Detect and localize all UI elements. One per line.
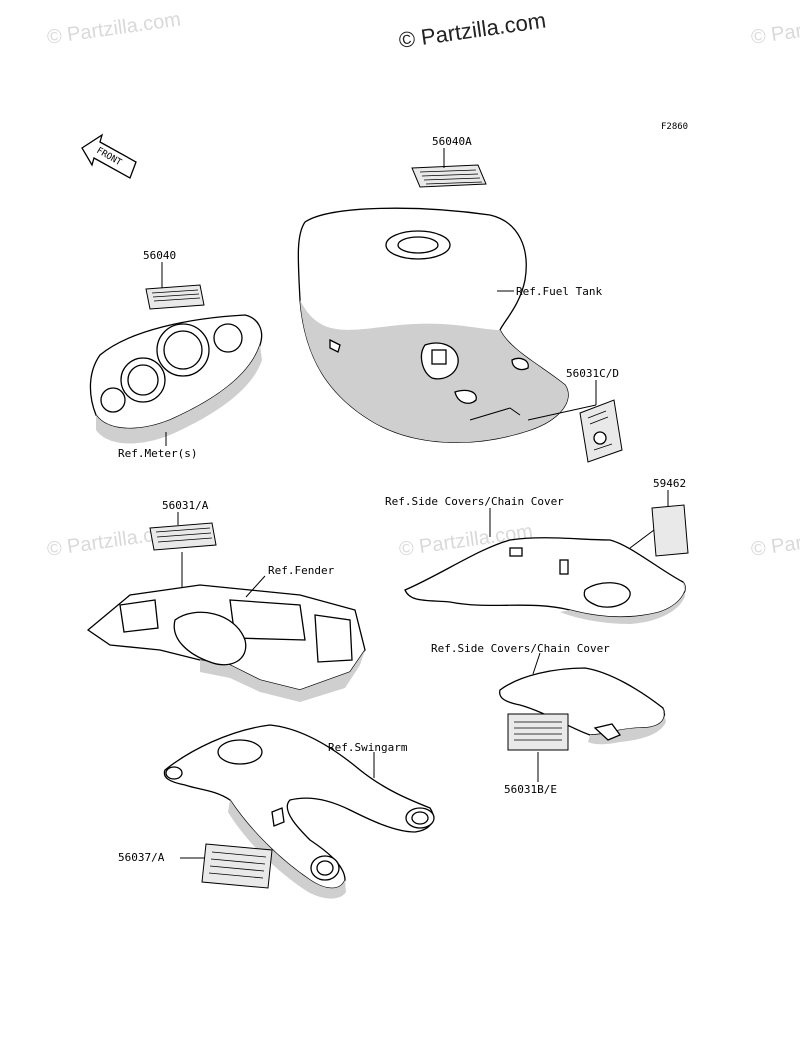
watermark-top-right: © Partzilla.com bbox=[750, 8, 800, 49]
side-covers-lower bbox=[499, 667, 666, 745]
front-arrow-icon: FRONT bbox=[81, 133, 137, 179]
label-fuel-tank: Ref.Fuel Tank bbox=[516, 285, 602, 298]
swingarm bbox=[163, 724, 435, 899]
fuel-tank bbox=[297, 207, 569, 443]
figure-code: F2860 bbox=[661, 122, 688, 132]
label-meter: Ref.Meter(s) bbox=[118, 447, 197, 460]
watermark-main: © Partzilla.com bbox=[397, 8, 547, 53]
label-swingarm: Ref.Swingarm bbox=[328, 741, 408, 754]
label-56031a: 56031/A bbox=[162, 499, 209, 512]
leader-59462-bottom bbox=[629, 529, 655, 549]
decal-56031be bbox=[507, 713, 569, 751]
leader-side-covers-2 bbox=[532, 652, 541, 675]
leader-56031cd-b bbox=[527, 404, 597, 421]
label-59462: 59462 bbox=[653, 477, 686, 490]
label-fender: Ref.Fender bbox=[268, 564, 335, 577]
label-56037a: 56037/A bbox=[118, 851, 165, 864]
decal-56031cd bbox=[579, 399, 623, 463]
label-56040a: 56040A bbox=[432, 135, 472, 148]
side-covers-upper bbox=[404, 537, 686, 624]
leader-fender bbox=[245, 575, 266, 598]
meter-cluster bbox=[89, 314, 263, 444]
decal-56040 bbox=[145, 284, 205, 310]
label-56040: 56040 bbox=[143, 249, 176, 262]
fender bbox=[86, 584, 366, 702]
decal-56040a bbox=[411, 164, 487, 188]
label-56031be: 56031B/E bbox=[504, 783, 557, 796]
decal-56031a bbox=[149, 522, 217, 551]
watermark-mid-right: © Partzilla.com bbox=[750, 520, 800, 561]
label-side-covers-1: Ref.Side Covers/Chain Cover bbox=[385, 495, 564, 508]
decal-56037a bbox=[201, 843, 273, 889]
watermark-top-left: © Partzilla.com bbox=[46, 8, 183, 49]
label-56031cd: 56031C/D bbox=[566, 367, 619, 380]
decal-59462 bbox=[651, 504, 689, 557]
label-side-covers-2: Ref.Side Covers/Chain Cover bbox=[431, 642, 610, 655]
